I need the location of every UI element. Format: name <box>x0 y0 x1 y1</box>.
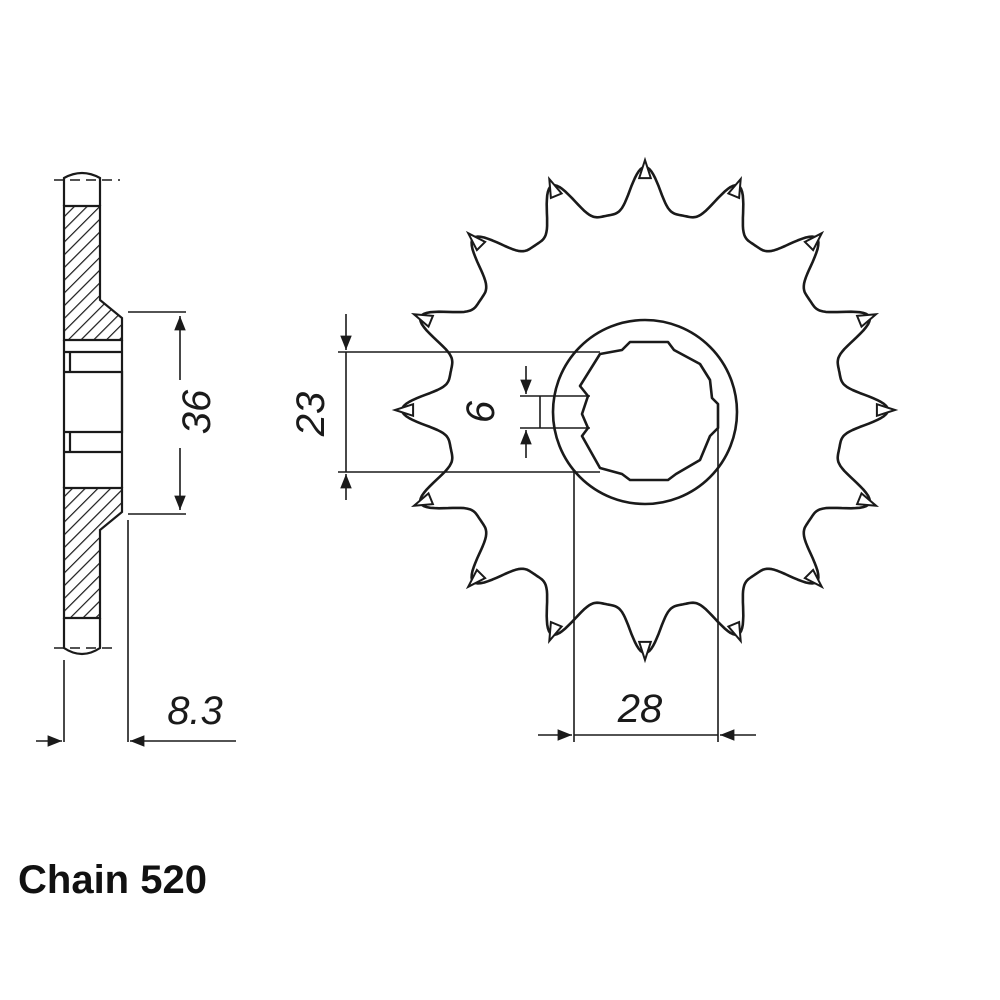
tooth-tip <box>465 230 487 252</box>
tooth-tip <box>548 175 564 200</box>
tooth-tips <box>391 156 899 664</box>
tooth-tip <box>465 568 487 590</box>
tooth-tip <box>637 640 653 664</box>
side-section-view <box>54 171 129 742</box>
tooth-tip <box>391 402 415 418</box>
chain-caption: Chain 520 <box>18 858 207 902</box>
hub-circle <box>551 318 739 506</box>
lower-hatched-section <box>62 486 124 620</box>
tooth-tip <box>803 230 825 252</box>
tooth-tip <box>637 156 653 180</box>
dimension-28 <box>538 428 756 742</box>
tooth-tip <box>803 568 825 590</box>
spline-slot <box>64 350 124 454</box>
bore-diameter-label: 28 <box>617 687 663 731</box>
splined-bore <box>578 340 720 482</box>
dimension-36 <box>128 311 186 515</box>
tooth-tip <box>855 313 880 329</box>
thickness-label: 8.3 <box>167 689 223 733</box>
tooth-tip <box>875 402 899 418</box>
front-view <box>391 156 899 664</box>
top-tooth <box>62 171 102 206</box>
tooth-tip <box>726 175 742 200</box>
spline-diameter-label: 23 <box>289 392 333 438</box>
spline-width-label: 6 <box>459 400 503 423</box>
tooth-tip <box>410 313 435 329</box>
tooth-tip <box>410 491 435 507</box>
dimension-23 <box>338 314 600 500</box>
upper-hatched-section <box>62 204 124 342</box>
tooth-tip <box>548 620 564 645</box>
bottom-tooth <box>62 618 102 656</box>
tooth-tip <box>726 620 742 645</box>
dimension-6 <box>520 366 590 458</box>
hub-diameter-label: 36 <box>175 389 219 434</box>
hub-outline <box>62 340 124 488</box>
tooth-tip <box>855 491 880 507</box>
